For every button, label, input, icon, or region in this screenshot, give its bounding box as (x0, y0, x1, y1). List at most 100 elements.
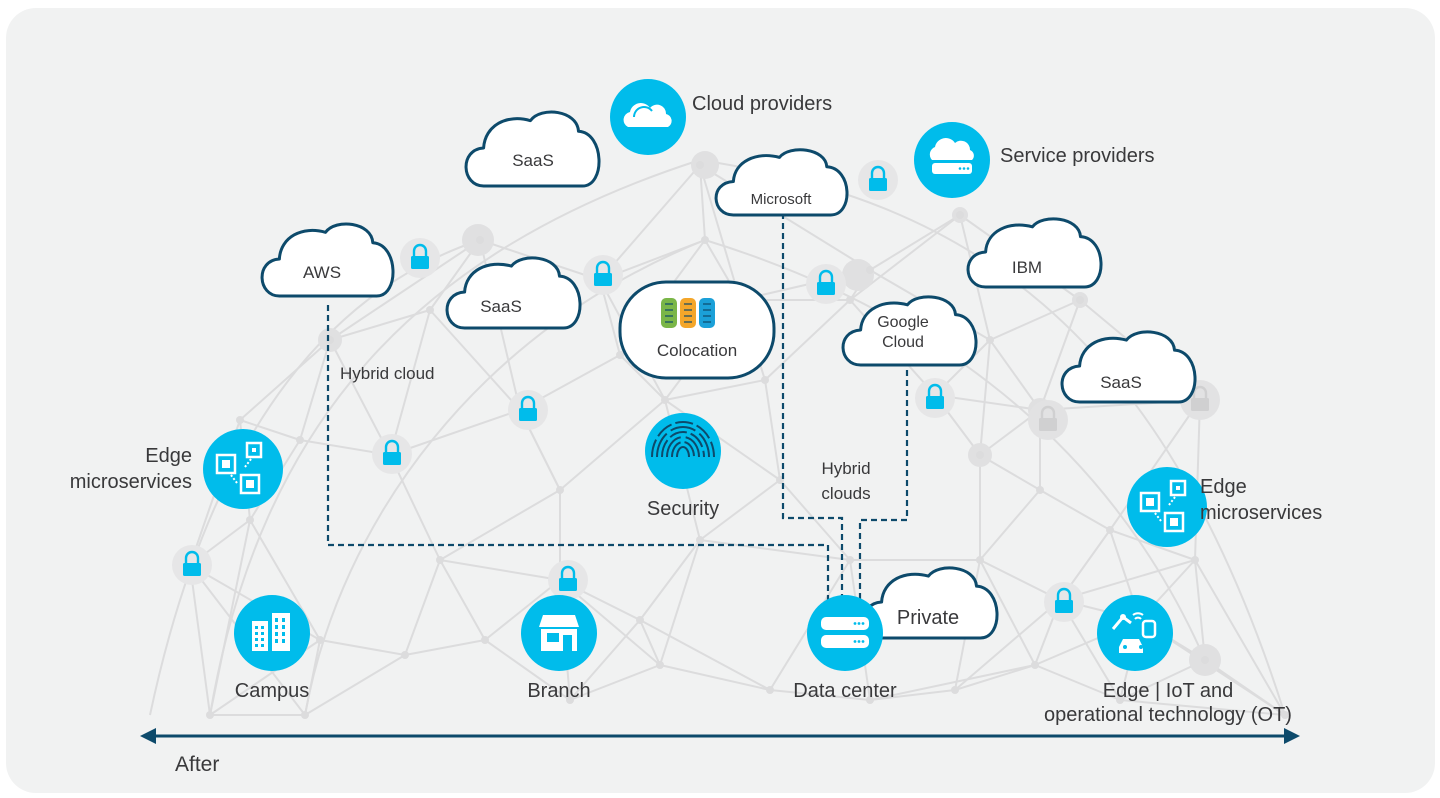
mesh-node (401, 651, 409, 659)
cloud-label: Microsoft (751, 191, 813, 208)
mesh-link (189, 564, 211, 716)
cloud-ibm: IBM (968, 219, 1101, 287)
mesh-link (299, 339, 331, 441)
mesh-node (701, 236, 709, 244)
node-service-providers: Service providers (914, 122, 1155, 198)
mesh-node (296, 436, 304, 444)
mesh-link (484, 579, 561, 641)
mesh-link (779, 479, 851, 561)
mesh-link (639, 619, 771, 691)
cloud-label: SaaS (512, 151, 554, 170)
cloud-label: AWS (303, 263, 341, 282)
mesh-node (661, 396, 669, 404)
mesh-node (616, 351, 624, 359)
mesh-node (1031, 661, 1039, 669)
mesh-link (304, 654, 406, 716)
mesh-link (1034, 664, 1121, 701)
mesh-link (869, 664, 1036, 701)
mesh-link (329, 339, 391, 456)
node-label: Data center (793, 680, 897, 702)
mesh-link (979, 489, 1041, 561)
node-label: microservices (1200, 502, 1322, 524)
lock-icon (400, 238, 440, 278)
mesh-node (1076, 296, 1084, 304)
lock-icon (858, 160, 898, 200)
mesh-link (659, 539, 701, 666)
mesh-link (239, 419, 301, 441)
mesh-node (691, 151, 719, 179)
mesh-node (556, 486, 564, 494)
cloud-saas-right: SaaS (1062, 332, 1195, 402)
cloud-saas-mid: SaaS (447, 258, 580, 328)
axis-arrow-right-icon (1284, 728, 1300, 744)
mesh-node (1201, 656, 1209, 664)
mesh-node (1106, 526, 1114, 534)
mesh-node (301, 711, 309, 719)
cloud-saas-top: SaaS (466, 112, 599, 186)
lock-icon (806, 264, 846, 304)
mesh-link (439, 559, 561, 581)
mesh-node (866, 696, 874, 704)
mesh-link (1039, 489, 1111, 531)
cloud-icon (843, 297, 976, 365)
lock-icon (508, 390, 548, 430)
network-diagram: SaaSMicrosoftAWSSaaSIBMGoogleCloudSaaSPr… (70, 8, 1435, 776)
mesh-link (769, 689, 871, 701)
mesh-link (979, 339, 991, 456)
mesh-link (764, 299, 851, 381)
axis-label: After (175, 753, 219, 776)
mesh-node (761, 376, 769, 384)
cloud-icon (623, 103, 672, 127)
lock-icon (172, 545, 212, 585)
axis-arrow-left-icon (140, 728, 156, 744)
mesh-link (869, 214, 961, 271)
mesh-link (249, 519, 321, 641)
mesh-link (329, 239, 481, 341)
cloud-label: Colocation (657, 341, 737, 360)
mesh-node (566, 696, 574, 704)
mesh-link (1109, 529, 1196, 561)
mesh-node (426, 306, 434, 314)
lock-icon (1044, 582, 1084, 622)
mesh-node (696, 536, 704, 544)
mesh-link (699, 539, 851, 561)
hybrid-clouds-label: clouds (821, 484, 870, 503)
mesh-link (699, 479, 781, 541)
mesh-node (846, 296, 854, 304)
mesh-link (869, 689, 956, 701)
iot-devices-icon (1111, 612, 1157, 653)
mesh-link (239, 339, 331, 421)
mesh-link (1119, 699, 1286, 716)
cloud-icon (466, 112, 599, 186)
mesh-node (656, 661, 664, 669)
mesh-link (1194, 559, 1286, 716)
mesh-node (976, 451, 984, 459)
cloud-label: Cloud (882, 334, 924, 351)
cloud-colocation: Colocation (618, 280, 776, 380)
mesh-link (764, 379, 781, 481)
mesh-node (1116, 696, 1124, 704)
cloud-label: SaaS (480, 297, 522, 316)
node-branch: Branch (521, 595, 597, 702)
mesh-node (976, 556, 984, 564)
node-label: Campus (235, 680, 309, 702)
node-badge (1097, 595, 1173, 671)
microservices-icon (1139, 479, 1187, 533)
cloud-label: IBM (1012, 258, 1042, 277)
node-cloud-providers: Cloud providers (610, 79, 832, 155)
node-label: microservices (70, 471, 192, 493)
mesh-link (639, 619, 661, 666)
node-label: operational technology (OT) (1044, 704, 1292, 726)
lock-icon (915, 378, 955, 418)
mesh-link (989, 299, 1081, 341)
node-badge (203, 429, 283, 509)
mesh-node (481, 636, 489, 644)
mesh-link (389, 309, 431, 456)
mesh-node (696, 161, 704, 169)
mesh-node (636, 616, 644, 624)
server-icon (821, 617, 869, 648)
hybrid-clouds-label: Hybrid (821, 459, 870, 478)
lock-icon (1028, 400, 1068, 440)
cloud-microsoft: Microsoft (716, 150, 847, 215)
